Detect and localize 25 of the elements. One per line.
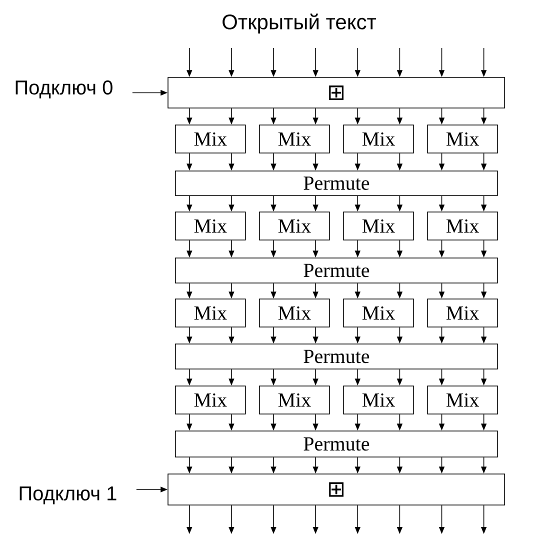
process-box: Mix [175,212,246,240]
process-box: Mix [259,298,330,328]
process-box: Mix [343,124,414,154]
process-box: Mix [259,124,330,154]
process-box: Mix [175,124,246,154]
process-box: Mix [343,386,414,414]
side-label: Подключ 0 [16,80,112,98]
process-box: Permute [175,430,498,458]
process-box: Mix [427,386,498,414]
process-box: Mix [259,386,330,414]
process-box: Mix [427,212,498,240]
process-box: Mix [343,298,414,328]
side-label: Подключ 1 [20,486,116,504]
process-box: Mix [343,212,414,240]
process-box: Permute [175,170,498,196]
title: Открытый текст [222,14,376,34]
process-box: Mix [427,298,498,328]
process-box: Mix [175,386,246,414]
process-box: ⊞ [168,474,505,506]
process-box: Mix [427,124,498,154]
process-box: Mix [259,212,330,240]
process-box: Permute [175,258,498,284]
process-box: ⊞ [168,77,505,108]
process-box: Mix [175,298,246,328]
process-box: Permute [175,344,498,370]
